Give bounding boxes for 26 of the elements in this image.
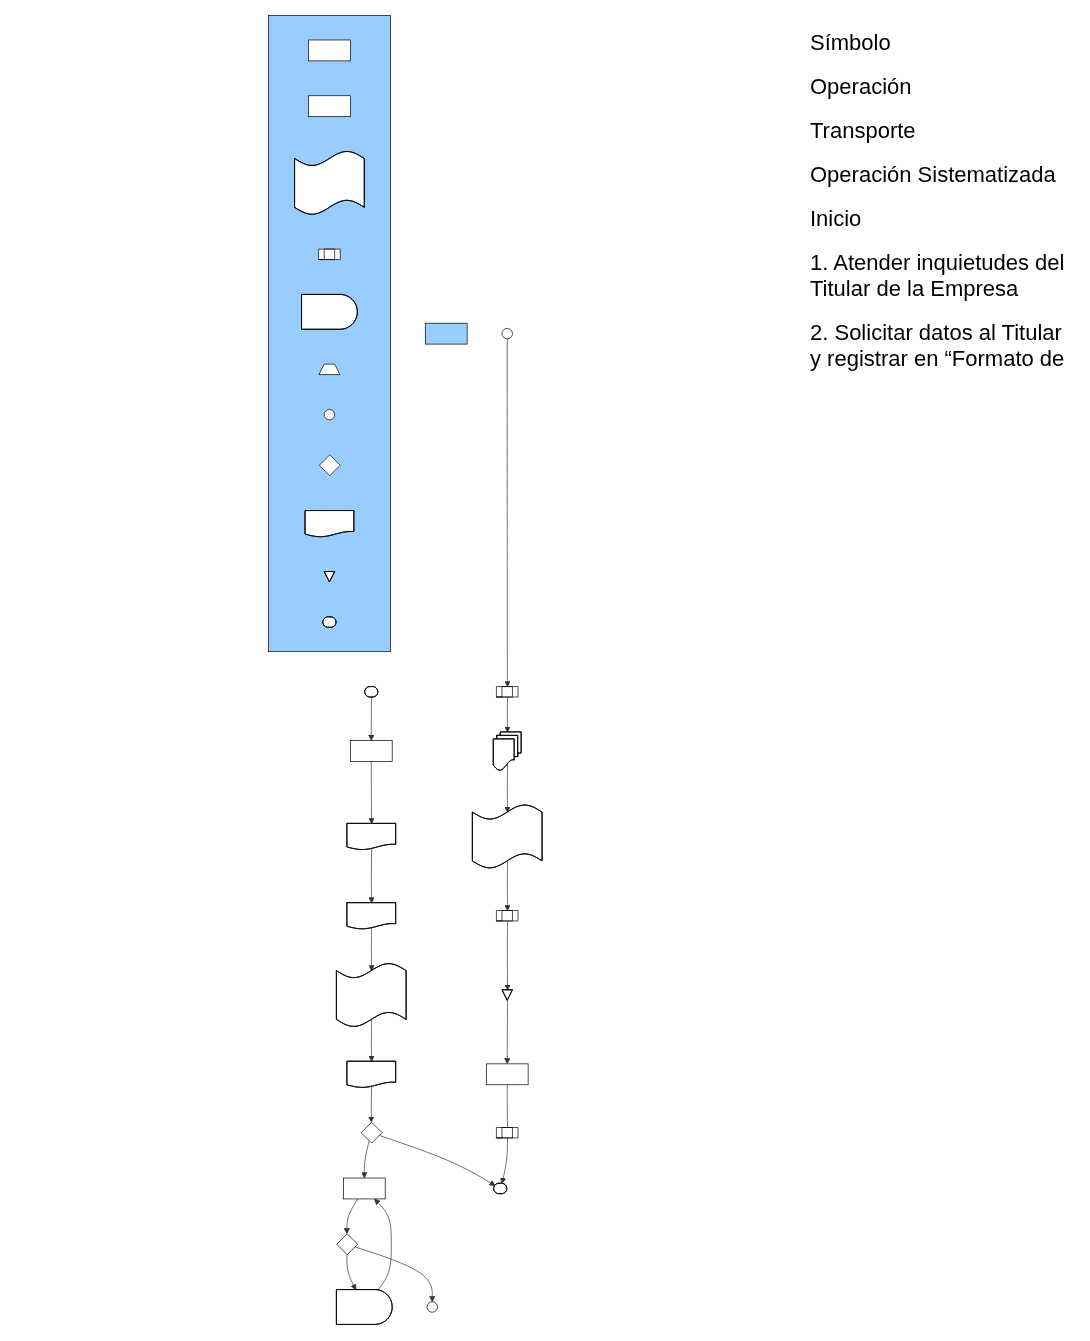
node-diamond <box>360 1121 383 1144</box>
node-circle <box>501 328 513 340</box>
note-text: 1. Atender inquietudes del Titular de la Empresa <box>810 250 1066 302</box>
note-text: Inicio <box>810 206 863 232</box>
node-pentagon <box>318 363 340 375</box>
node-frame <box>495 686 519 698</box>
node-bar <box>424 322 468 345</box>
node-circle <box>323 409 335 421</box>
node-box <box>307 39 351 62</box>
node-diamond <box>336 1233 358 1256</box>
note-text: Transporte <box>810 118 917 144</box>
node-diamond <box>318 454 341 477</box>
note-text: Símbolo <box>810 30 892 56</box>
node-box <box>349 740 393 762</box>
note-text: 2. Solicitar datos al Titular y registrar en “Formato de <box>810 320 1066 372</box>
node-box <box>307 95 351 117</box>
node-box <box>485 1063 529 1086</box>
connector <box>506 1084 508 1129</box>
node-frame <box>495 1127 519 1139</box>
node-frame <box>495 910 519 922</box>
note-text: Operación Sistematizada <box>810 162 1057 188</box>
node-box <box>342 1177 386 1200</box>
node-frame <box>318 248 341 260</box>
note-text: Operación <box>810 74 913 100</box>
node-circle <box>426 1301 438 1313</box>
cluster <box>267 15 391 653</box>
